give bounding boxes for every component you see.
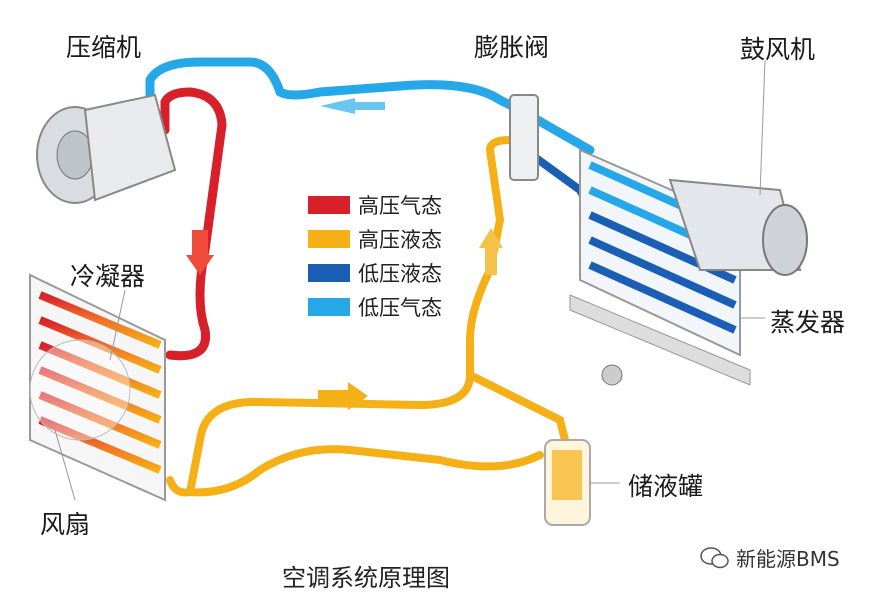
legend-swatch: [308, 264, 350, 282]
pipe-high-pressure-gas: [160, 87, 227, 361]
legend-label: 高压气态: [358, 194, 442, 218]
label-expansion-valve: 膨胀阀: [474, 33, 550, 62]
leader-lines: [54, 59, 766, 501]
wechat-icon: [700, 546, 729, 568]
legend-label: 高压液态: [358, 228, 442, 252]
receiver-tank: [544, 439, 591, 526]
legend-item: 高压液态: [308, 222, 442, 256]
flow-arrow-left-icon: [320, 98, 385, 114]
watermark-text: 新能源BMS: [736, 547, 840, 571]
compressor: [36, 93, 177, 204]
pipe-low-pressure-gas: [145, 57, 595, 155]
label-condenser: 冷凝器: [70, 262, 146, 291]
legend: 高压气态 高压液态 低压液态 低压气态: [308, 188, 442, 324]
watermark: 新能源BMS: [700, 543, 840, 572]
flow-arrow-up-icon: [479, 228, 503, 275]
legend-item: 高压气态: [308, 188, 442, 222]
legend-label: 低压气态: [358, 296, 442, 320]
expansion-valve: [509, 94, 539, 181]
label-blower: 鼓风机: [740, 35, 816, 64]
legend-label: 低压液态: [358, 262, 442, 286]
legend-item: 低压气态: [308, 290, 442, 324]
legend-swatch: [308, 196, 350, 214]
label-compressor: 压缩机: [66, 33, 142, 62]
legend-swatch: [308, 230, 350, 248]
flow-arrow-right-icon: [318, 382, 368, 410]
label-receiver: 储液罐: [628, 472, 704, 501]
pipe-high-pressure-liquid: [166, 136, 569, 497]
condenser: [29, 273, 166, 502]
blower: [668, 178, 808, 276]
label-fan: 风扇: [40, 510, 91, 539]
label-evaporator: 蒸发器: [770, 308, 846, 337]
legend-item: 低压液态: [308, 256, 442, 290]
diagram-title: 空调系统原理图: [282, 564, 450, 592]
legend-swatch: [308, 298, 350, 316]
flow-arrow-down-icon: [186, 230, 214, 275]
